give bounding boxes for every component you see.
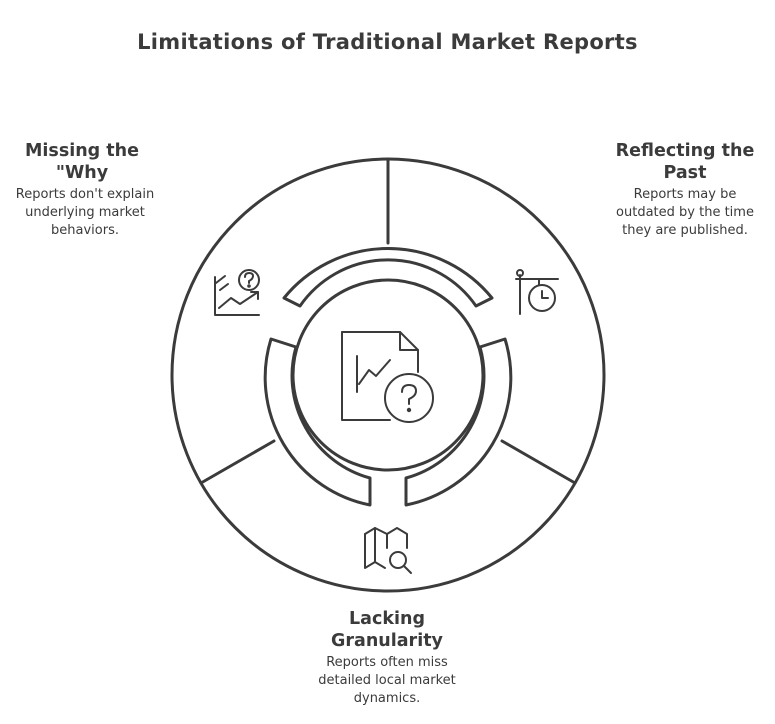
callout-missing-the-why: Missing the "Why Reports don't explain u…	[2, 140, 168, 240]
heading-line: Past	[663, 163, 707, 183]
heading-line: Lacking	[349, 609, 425, 629]
callout-reflecting-the-past: Reflecting the Past Reports may be outda…	[598, 140, 772, 240]
heading-line: Reflecting the	[615, 141, 755, 161]
description-line: behaviors.	[51, 223, 119, 238]
description-line: underlying market	[25, 205, 145, 220]
callout-heading: Reflecting the Past	[598, 140, 772, 184]
heading-line: Granularity	[331, 631, 443, 651]
description-line: Reports often miss	[326, 655, 448, 670]
map-search-icon	[364, 527, 412, 574]
description-line: outdated by the time	[616, 205, 754, 220]
divider-right	[500, 439, 577, 485]
page-title: Limitations of Traditional Market Report…	[137, 30, 638, 54]
chart-question-icon	[214, 269, 260, 316]
callout-description: Reports don't explain underlying market …	[2, 186, 168, 240]
callout-heading: Lacking Granularity	[303, 608, 471, 652]
ring-segment-right	[404, 337, 513, 507]
divider-left	[199, 439, 276, 485]
description-line: Reports don't explain	[15, 187, 155, 202]
center-circle	[291, 278, 485, 472]
description-line: they are published.	[622, 223, 748, 238]
callout-description: Reports may be outdated by the time they…	[598, 186, 772, 240]
description-line: dynamics.	[353, 691, 421, 706]
heading-line: Missing the	[24, 141, 139, 161]
callout-lacking-granularity: Lacking Granularity Reports often miss d…	[303, 608, 471, 708]
callout-description: Reports often miss detailed local market…	[303, 654, 471, 708]
report-question-icon	[341, 331, 434, 423]
callout-heading: Missing the "Why	[2, 140, 162, 184]
heading-line: "Why	[55, 163, 109, 183]
ring-segment-top	[282, 247, 494, 308]
timeline-clock-icon	[515, 269, 559, 315]
ring-segment-left	[263, 337, 372, 507]
description-line: detailed local market	[318, 673, 456, 688]
description-line: Reports may be	[633, 187, 737, 202]
